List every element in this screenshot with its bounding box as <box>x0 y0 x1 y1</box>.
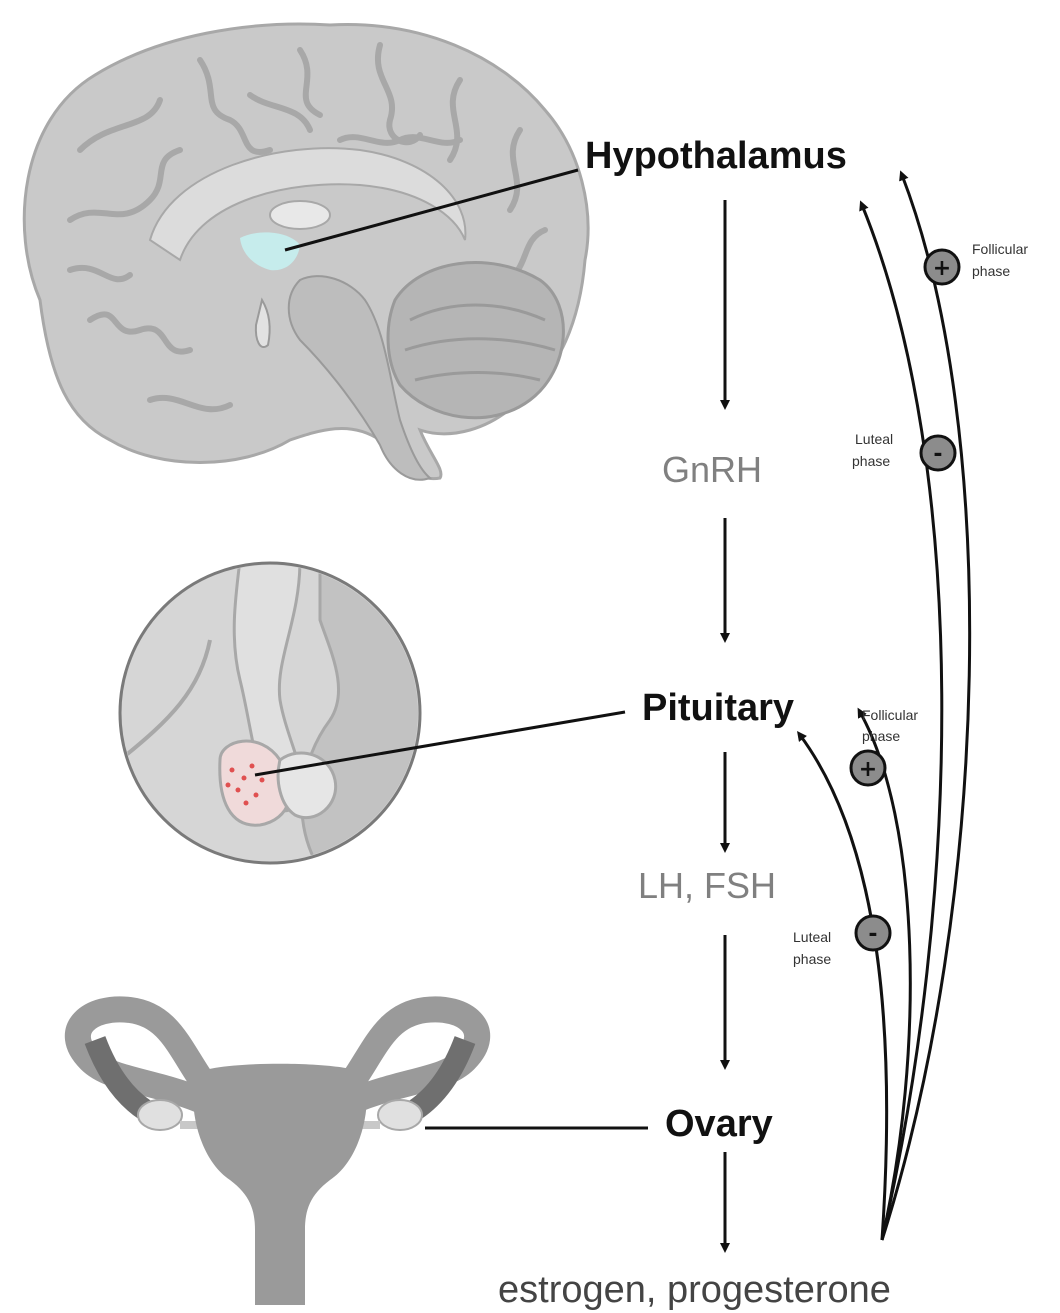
svg-text:+: + <box>933 256 951 281</box>
hypothalamus-label: Hypothalamus <box>585 135 847 177</box>
pituitary-negative-feedback: - Luteal phase <box>793 916 890 967</box>
phase-label: phase <box>862 728 900 744</box>
left-ovary <box>138 1100 182 1130</box>
lh-fsh-label: LH, FSH <box>638 865 776 906</box>
svg-text:-: - <box>868 922 877 947</box>
phase-label: Luteal <box>855 431 893 447</box>
phase-label: phase <box>852 453 890 469</box>
phase-label: Follicular <box>972 241 1028 257</box>
pituitary-positive-feedback: + Follicular phase <box>851 707 918 785</box>
svg-text:+: + <box>859 757 877 782</box>
uterus-ovaries-illustration <box>78 1009 477 1305</box>
pituitary-magnifier-illustration <box>120 560 450 870</box>
hypothalamus-positive-feedback: + Follicular phase <box>925 241 1028 284</box>
hypothalamus-negative-feedback: - Luteal phase <box>852 431 955 470</box>
feedback-pituitary-inner <box>800 735 887 1240</box>
gnrh-label: GnRH <box>662 449 762 490</box>
uterus <box>193 1064 367 1305</box>
estrogen-progesterone-label: estrogen, progesterone <box>498 1269 891 1311</box>
right-ovary <box>378 1100 422 1130</box>
pituitary-label: Pituitary <box>642 687 794 729</box>
svg-text:-: - <box>933 442 942 467</box>
phase-label: phase <box>972 263 1010 279</box>
phase-label: Luteal <box>793 929 831 945</box>
phase-label: Follicular <box>862 707 918 723</box>
ovary-label: Ovary <box>665 1103 773 1145</box>
phase-label: phase <box>793 951 831 967</box>
brain-illustration <box>24 24 588 480</box>
